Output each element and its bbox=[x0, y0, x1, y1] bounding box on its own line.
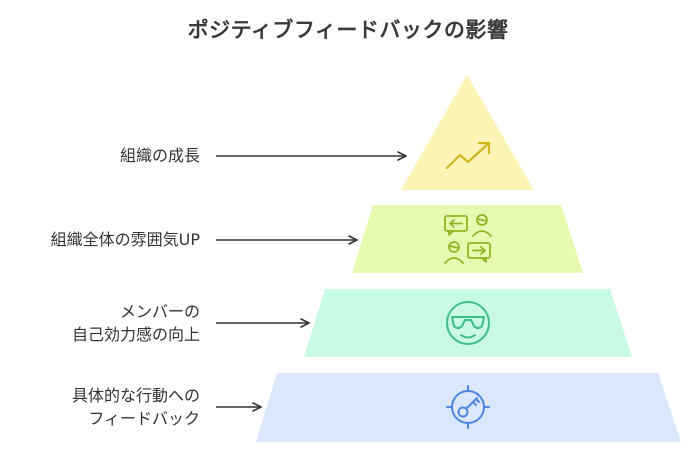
pyramid-tier-1 bbox=[401, 75, 534, 190]
pyramid-tier-3 bbox=[304, 289, 632, 357]
diagram-title: ポジティブフィードバックの影響 bbox=[187, 18, 509, 42]
level-2-line-1: 組織全体の雰囲気UP bbox=[50, 230, 200, 249]
people-exchange-icon bbox=[444, 214, 492, 264]
level-2-label: 組織全体の雰囲気UP bbox=[51, 228, 200, 251]
pyramid-tier-2 bbox=[352, 205, 583, 273]
level-3-line-2: 自己効力感の向上 bbox=[71, 325, 200, 344]
level-4-line-2: フィードバック bbox=[88, 409, 200, 428]
level-1-line-1: 組織の成長 bbox=[119, 146, 200, 165]
sunglasses-face-icon bbox=[446, 301, 490, 345]
target-key-icon bbox=[446, 385, 490, 429]
level-3-line-1: メンバーの bbox=[119, 302, 200, 321]
level-3-label: メンバーの 自己効力感の向上 bbox=[72, 300, 200, 346]
level-4-label: 具体的な行動への フィードバック bbox=[72, 384, 200, 430]
level-4-line-1: 具体的な行動への bbox=[71, 386, 200, 405]
trend-up-icon bbox=[445, 141, 491, 170]
level-1-label: 組織の成長 bbox=[120, 144, 200, 167]
